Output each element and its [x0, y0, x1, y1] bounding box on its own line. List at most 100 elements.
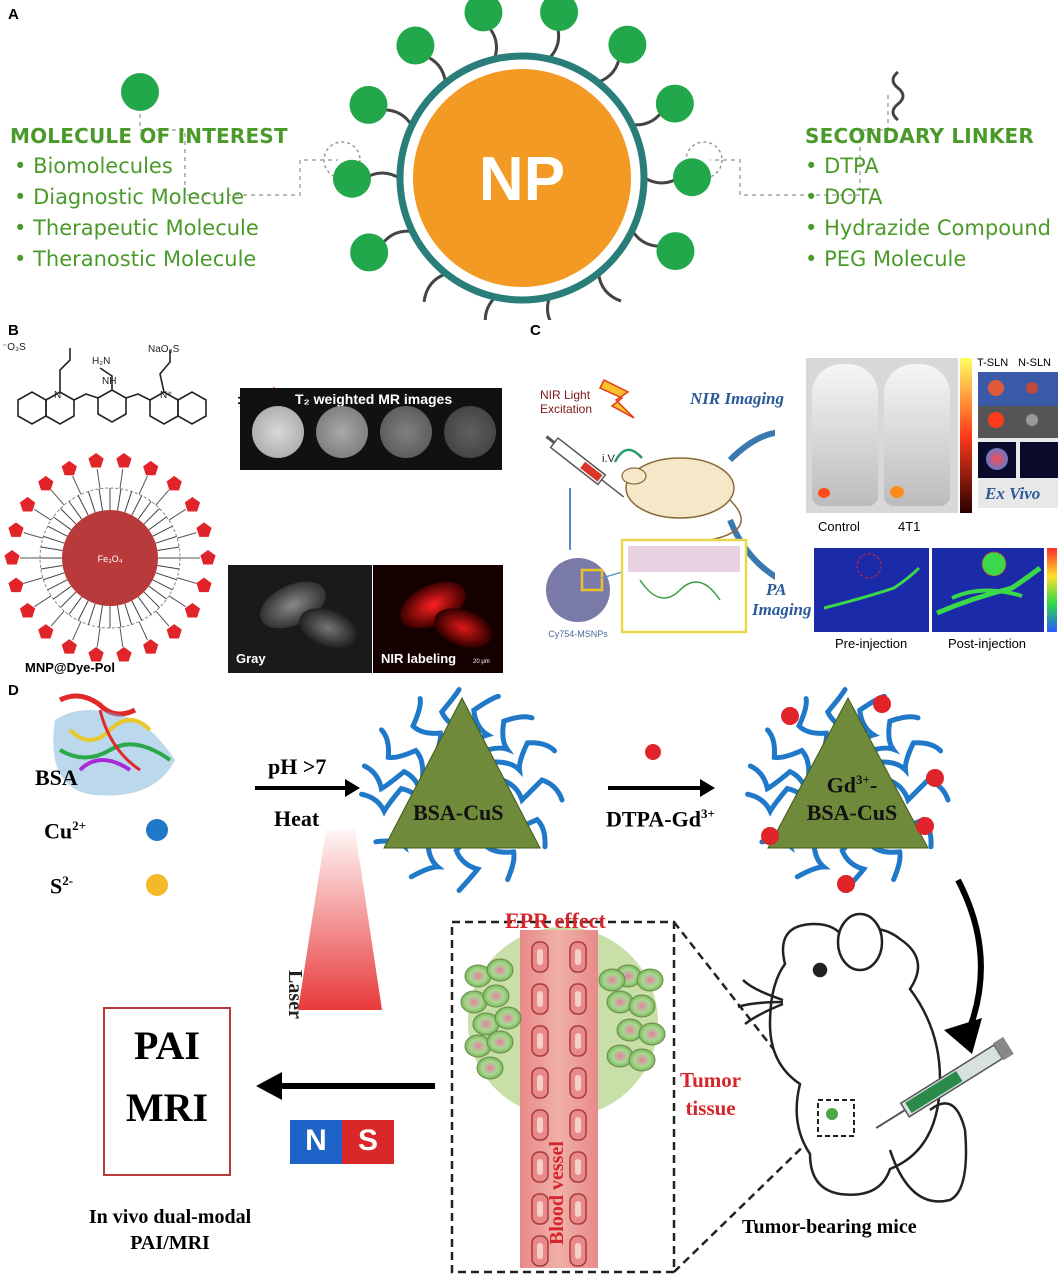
panel-c-label: C [530, 322, 541, 339]
svg-text:NH: NH [102, 376, 116, 387]
laser-label: Laser [284, 970, 306, 1019]
dye-pentagon [184, 497, 201, 512]
nir-cell-image: NIR labeling 20 μm [373, 565, 503, 673]
svg-text:⁻O₃S: ⁻O₃S [2, 342, 26, 353]
ligand-node [672, 158, 711, 197]
s-text: S [50, 873, 63, 899]
ligand-node [655, 84, 694, 123]
gray-cell-image: Gray [228, 565, 372, 673]
cu-text: Cu [44, 818, 73, 844]
tumor-line-2: tissue [685, 1096, 736, 1120]
left-connector [139, 98, 338, 196]
pa-pre-image [814, 548, 929, 632]
invivo-line-1: In vivo dual-modal [88, 1206, 252, 1228]
light-line-1: NIR Light [540, 388, 591, 402]
gray-label: Gray [236, 651, 266, 666]
linker-example-icon [891, 70, 905, 122]
dye-pentagon [88, 453, 104, 468]
dye-pentagon [8, 577, 24, 593]
magnet-n [290, 1120, 342, 1164]
post-injection-label: Post-injection [948, 636, 1027, 651]
dye-pentagon [166, 624, 182, 639]
gd-text: Gd [826, 772, 857, 798]
mr-title: T₂ weighted MR images [295, 391, 453, 407]
pre-injection-label: Pre-injection [835, 636, 908, 651]
dtpa-text: DTPA-Gd [606, 806, 701, 832]
tumor-cell [598, 968, 626, 992]
svg-text:NaO₃S: NaO₃S [148, 344, 180, 355]
tumor-line-1: Tumor [680, 1068, 742, 1092]
ligand-node [656, 232, 695, 271]
dye-pentagon [184, 603, 201, 618]
gd-bsa-cus-label: Gd3+- BSA-CuS [797, 766, 907, 827]
tumor-cell [636, 968, 664, 992]
dye-pentagon [200, 550, 216, 565]
np-diagram: NP [121, 0, 905, 320]
panel-d-label: D [8, 682, 19, 699]
molecule-list: Biomolecules Diagnostic Molecule Therape… [14, 151, 259, 275]
list-item: Diagnostic Molecule [14, 182, 259, 213]
dye-structure: ⁻O₃S NaO₃S H₂N NH N N⁺ [2, 342, 207, 425]
dye-pentagon [4, 550, 20, 565]
red-blood-cells [531, 941, 587, 1267]
pa-colorbar [1047, 548, 1057, 632]
svg-text:H₂N: H₂N [92, 356, 110, 367]
tumor-tissue-label: Tumor tissue [680, 1066, 741, 1122]
ligand-node [349, 85, 388, 124]
panel-b-label: B [8, 322, 19, 339]
scale-bar-label: 20 μm [473, 659, 490, 665]
np-core [413, 69, 631, 287]
pa-imaging-label: PA Imaging [752, 580, 812, 620]
exvivo-images [978, 372, 1058, 508]
list-item: PEG Molecule [805, 244, 1051, 275]
blood-vessel-label: Blood vessel [546, 1141, 568, 1245]
gd-red-dots [761, 695, 944, 893]
tumor-cell [606, 990, 634, 1014]
iv-label: i.V [602, 453, 616, 465]
epr-effect-label: EPR effect [505, 908, 606, 933]
pai-label: PAI [134, 1023, 200, 1068]
dye-pentagon [61, 460, 77, 476]
zoom-box [450, 920, 676, 1274]
np-ligands [333, 0, 711, 320]
mr-sample-3 [380, 406, 432, 458]
gd-bsa-cus-triangle [767, 696, 929, 849]
dtpa-gd-label: DTPA-Gd3+ [606, 806, 715, 832]
magnet-n-label: N [305, 1124, 327, 1157]
svg-text:N: N [54, 390, 61, 401]
cu-label: Cu2+ [44, 818, 86, 844]
mouse-outline-icon [737, 912, 968, 1203]
pa-line-1: PA [766, 580, 787, 599]
mnp-caption: MNP@Dye-Pol [25, 660, 115, 675]
tumor-cell [616, 1018, 644, 1042]
pa-post-image [932, 548, 1044, 632]
tumor-cell [628, 1048, 656, 1072]
gd-tail: - [869, 772, 878, 798]
molecule-example-icon [121, 73, 159, 111]
dye-pentagon [61, 639, 77, 654]
dye-pentagon [19, 497, 36, 512]
tumor-bearing-mice-label: Tumor-bearing mice [742, 1216, 917, 1238]
cy754-msnp [546, 558, 610, 622]
nir-imaging-label: NIR Imaging [690, 389, 784, 408]
dye-pentagon [8, 522, 24, 537]
tumor-cell [486, 1030, 514, 1054]
dye-pentagon [196, 522, 212, 537]
syringe-icon [875, 1036, 1014, 1129]
mnp-dye-pol: Fe₃O₄ [4, 453, 216, 662]
dye-pentagon [143, 639, 159, 654]
ph-label: pH >7 [268, 754, 327, 779]
tumor-cells [460, 958, 666, 1080]
gd-line-2: BSA-CuS [806, 800, 898, 826]
mr-images-panel: T₂ weighted MR images [240, 388, 502, 470]
molecule-of-interest-title: MOLECULE OF INTEREST [10, 124, 288, 148]
linker-list: DTPA DOTA Hydrazide Compound PEG Molecul… [805, 151, 1051, 275]
light-line-2: Excitation [540, 402, 593, 416]
tumor-cell [482, 984, 510, 1008]
dye-pentagon [196, 577, 212, 593]
ligand-node [464, 0, 503, 32]
tumor-cell [486, 958, 514, 982]
dye-pentagon [116, 647, 132, 662]
mr-sample-1 [252, 406, 304, 458]
magnet-s-label: S [357, 1124, 378, 1157]
